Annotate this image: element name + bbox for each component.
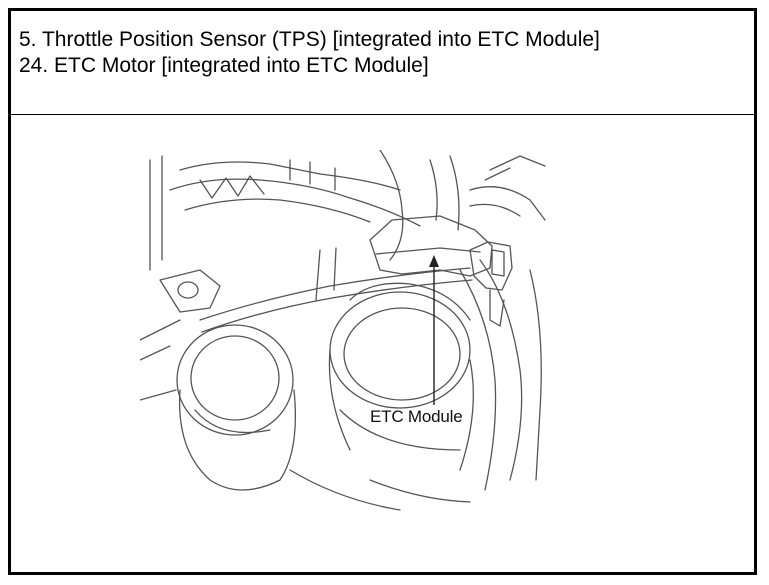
etc-module-callout-label: ETC Module <box>370 407 463 426</box>
diagram-frame: 5. Throttle Position Sensor (TPS) [integ… <box>8 8 757 575</box>
caption-header: 5. Throttle Position Sensor (TPS) [integ… <box>11 11 754 115</box>
engine-illustration <box>139 149 550 520</box>
caption-line-tps: 5. Throttle Position Sensor (TPS) [integ… <box>19 28 600 51</box>
caption-line-etc-motor: 24. ETC Motor [integrated into ETC Modul… <box>19 54 429 77</box>
callout-leader <box>420 255 450 415</box>
